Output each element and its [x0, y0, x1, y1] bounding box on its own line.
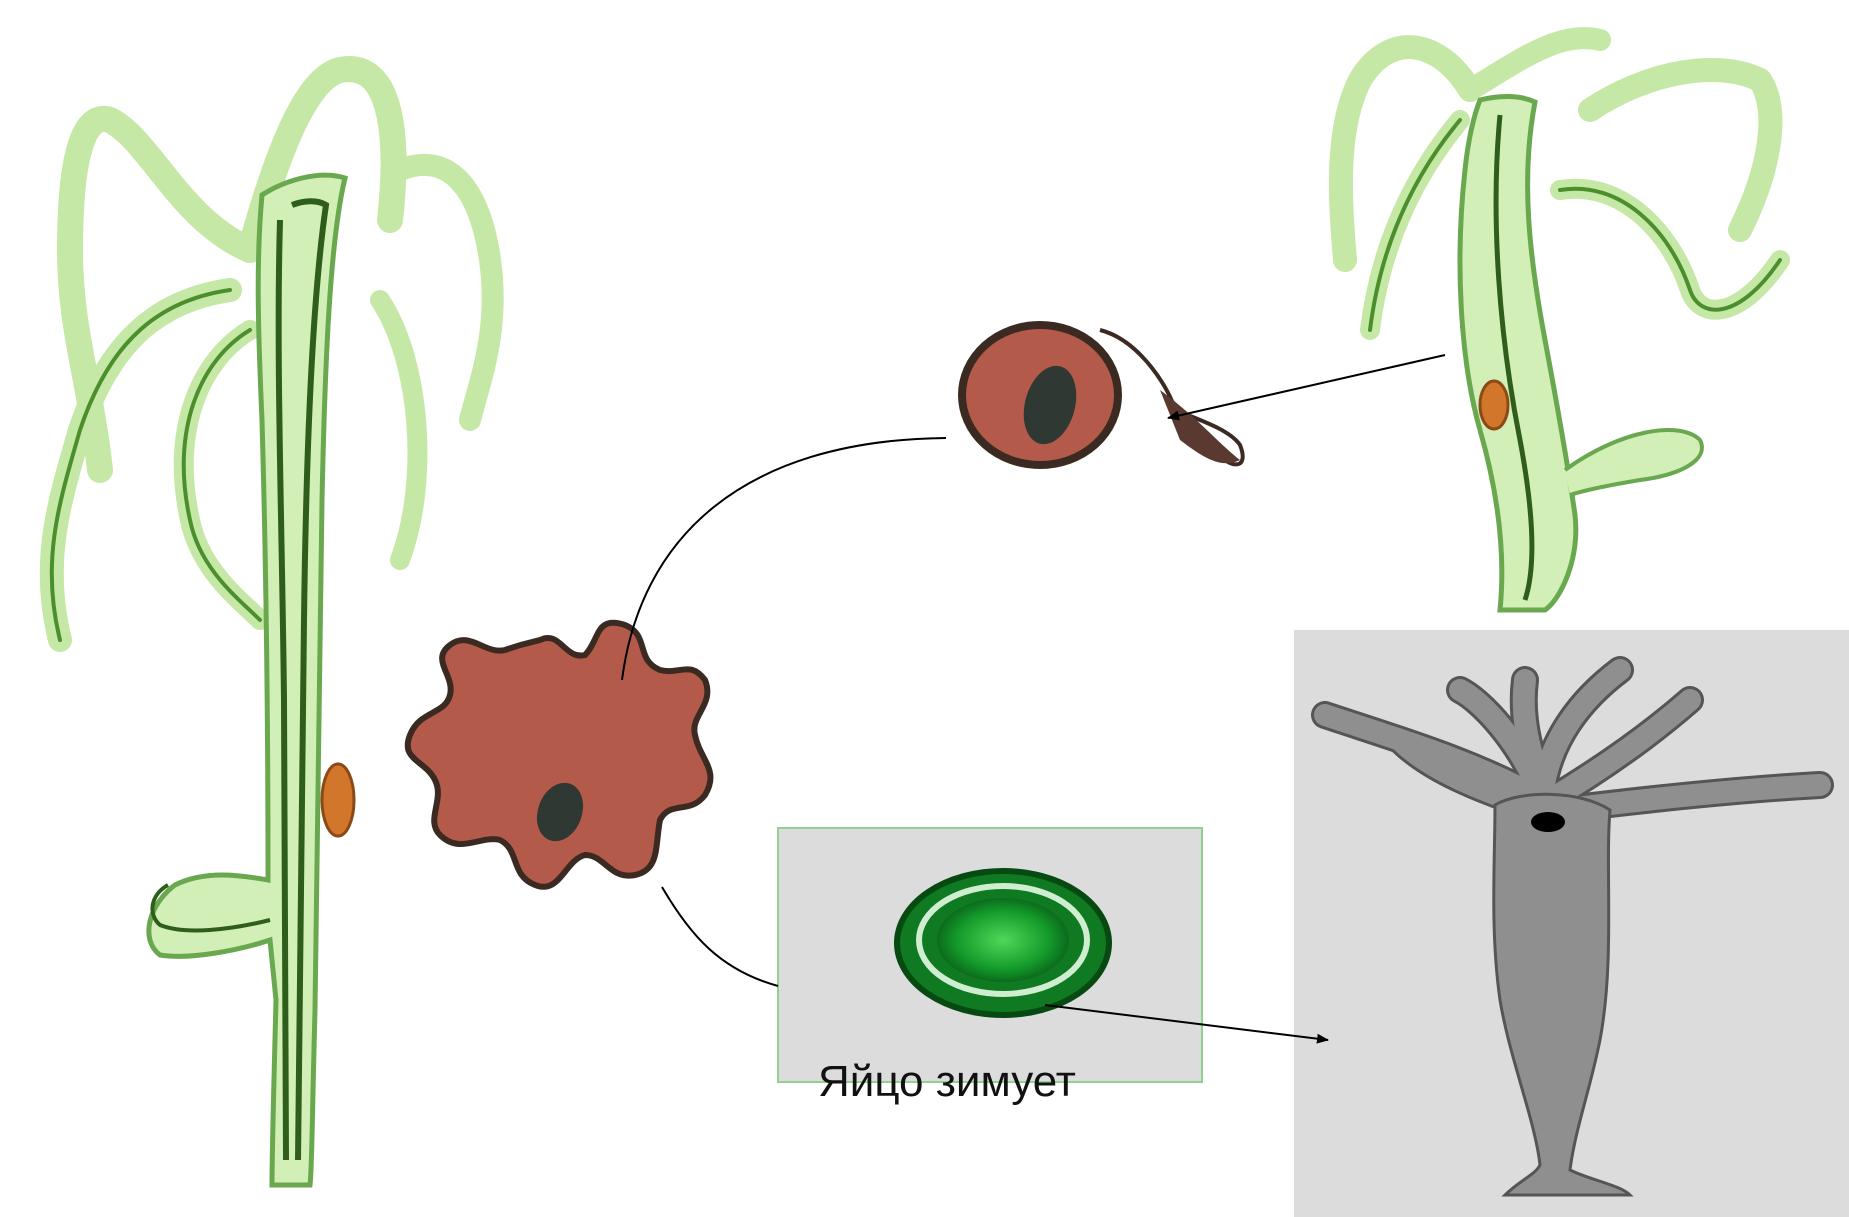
testis-icon [1480, 381, 1508, 429]
tentacle [1470, 38, 1600, 90]
egg-cell-icon [408, 623, 711, 887]
hydra-right-icon [1341, 38, 1780, 610]
winter-egg-icon [897, 871, 1109, 1015]
hydra-body [1460, 96, 1576, 610]
connector-egg-to-sperm [622, 438, 946, 680]
tentacle [1370, 120, 1460, 330]
hydra-left-icon [52, 69, 493, 1185]
tentacle [380, 300, 417, 560]
winter-egg-caption: Яйцо зимует [818, 1057, 1076, 1106]
tentacle [184, 330, 260, 620]
arrow-hydra-to-sperm [1168, 355, 1445, 418]
sperm-cell-icon [962, 325, 1243, 465]
connector-egg-to-winter-egg [662, 887, 778, 986]
ovary-icon [322, 764, 354, 836]
